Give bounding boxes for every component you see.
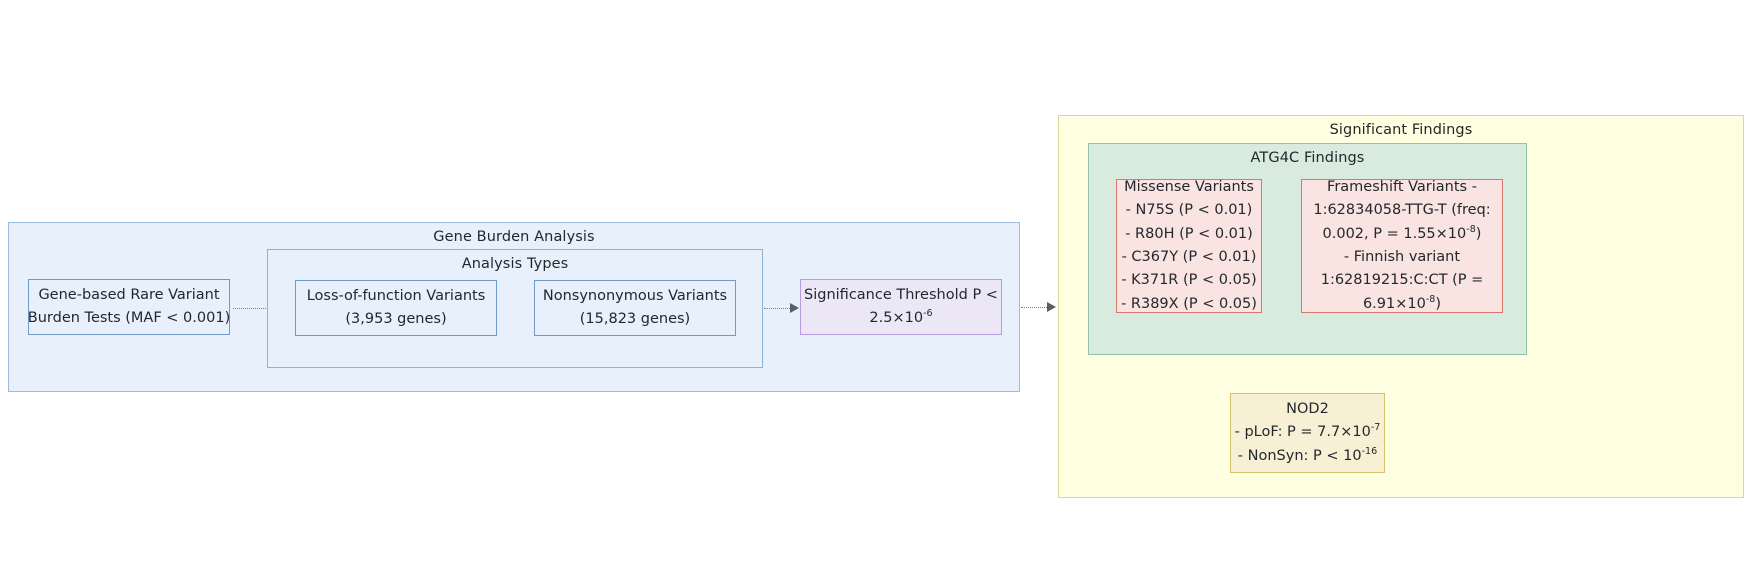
node-frameshift-variants[interactable]: Frameshift Variants - 1:62834058-TTG-T (… bbox=[1301, 179, 1503, 313]
group-title-atg4c-findings: ATG4C Findings bbox=[1250, 150, 1365, 166]
node-lof-variants[interactable]: Loss-of-function Variants (3,953 genes) bbox=[295, 280, 497, 336]
edge-analysis-to-threshold bbox=[764, 308, 794, 309]
node-nonsynonymous-variants[interactable]: Nonsynonymous Variants (15,823 genes) bbox=[534, 280, 736, 336]
missense-item: - R80H (P < 0.01) bbox=[1125, 225, 1253, 242]
nod2-heading: NOD2 bbox=[1286, 400, 1329, 417]
missense-item: - C367Y (P < 0.01) bbox=[1121, 249, 1257, 265]
node-threshold-line1: Significance Threshold P < bbox=[804, 286, 998, 303]
missense-item: - R389X (P < 0.05) bbox=[1121, 295, 1257, 312]
missense-item: - N75S (P < 0.01) bbox=[1125, 202, 1253, 219]
group-significant-findings: Significant Findings ATG4C Findings Miss… bbox=[1058, 115, 1744, 498]
arrowhead-burden-to-findings bbox=[1047, 302, 1056, 312]
group-title-gene-burden-analysis: Gene Burden Analysis bbox=[433, 229, 595, 245]
arrowhead-analysis-to-threshold bbox=[790, 303, 799, 313]
node-burden-tests[interactable]: Gene-based Rare Variant Burden Tests (MA… bbox=[28, 279, 230, 335]
node-threshold-line2: 2.5×10-6 bbox=[869, 308, 933, 326]
node-lof-line2: (3,953 genes) bbox=[345, 311, 447, 327]
node-nonsyn-line1: Nonsynonymous Variants bbox=[542, 287, 728, 304]
group-title-significant-findings: Significant Findings bbox=[1329, 122, 1473, 138]
frameshift-line6: 6.91×10-8) bbox=[1362, 294, 1442, 312]
missense-item: - K371R (P < 0.05) bbox=[1121, 272, 1257, 289]
node-missense-variants[interactable]: Missense Variants - N75S (P < 0.01) - R8… bbox=[1116, 179, 1262, 313]
nod2-nonsyn: - NonSyn: P < 10-16 bbox=[1237, 445, 1378, 464]
node-burden-tests-line2: Burden Tests (MAF < 0.001) bbox=[27, 310, 231, 326]
node-burden-tests-line1: Gene-based Rare Variant bbox=[38, 286, 220, 303]
edge-burden-to-analysis bbox=[233, 308, 276, 309]
node-lof-line1: Loss-of-function Variants bbox=[306, 287, 486, 304]
frameshift-line1: Frameshift Variants - bbox=[1327, 178, 1477, 195]
group-title-analysis-types: Analysis Types bbox=[461, 256, 569, 272]
nod2-plof: - pLoF: P = 7.7×10-7 bbox=[1234, 422, 1381, 441]
node-nod2[interactable]: NOD2 - pLoF: P = 7.7×10-7 - NonSyn: P < … bbox=[1230, 393, 1385, 473]
group-gene-burden-analysis: Gene Burden Analysis Gene-based Rare Var… bbox=[8, 222, 1020, 392]
edge-burden-to-findings bbox=[1021, 307, 1051, 308]
group-analysis-types: Analysis Types Loss-of-function Variants… bbox=[267, 249, 763, 368]
frameshift-line2: 1:62834058-TTG-T (freq: bbox=[1313, 202, 1491, 219]
group-atg4c-findings: ATG4C Findings Missense Variants - N75S … bbox=[1088, 143, 1527, 355]
node-nonsyn-line2: (15,823 genes) bbox=[579, 311, 691, 327]
missense-heading: Missense Variants bbox=[1124, 178, 1254, 195]
frameshift-line4: - Finnish variant bbox=[1343, 249, 1461, 265]
node-significance-threshold[interactable]: Significance Threshold P < 2.5×10-6 bbox=[800, 279, 1002, 335]
frameshift-line3: 0.002, P = 1.55×10-8) bbox=[1322, 223, 1482, 242]
frameshift-line5: 1:62819215:C:CT (P = bbox=[1320, 272, 1484, 289]
